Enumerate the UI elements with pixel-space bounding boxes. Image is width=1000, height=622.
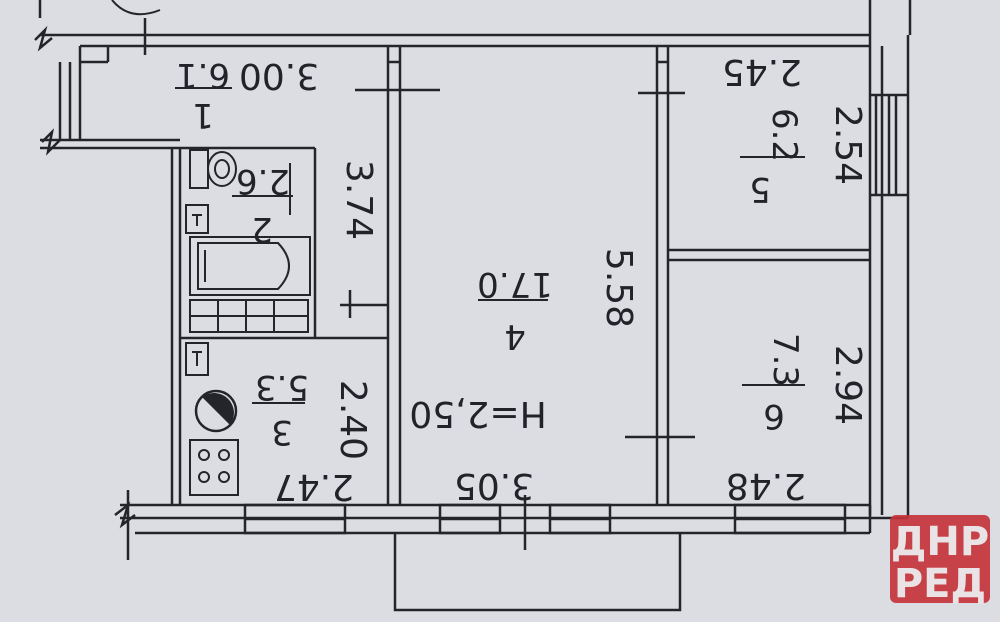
- room-3-area: 5.3: [255, 367, 309, 407]
- toilet-icon: [189, 149, 237, 189]
- fixtures: [185, 149, 311, 496]
- room-5-length: 2.54: [827, 105, 868, 185]
- room-1-area: 6.1: [176, 55, 230, 95]
- room-4-width: 3.05: [454, 465, 534, 506]
- room-4-length: 5.58: [598, 248, 639, 328]
- room-6-number: 6: [763, 396, 785, 436]
- room-5-number: 5: [749, 169, 771, 209]
- walls: [34, 0, 912, 612]
- room-5-area: 6.2: [764, 108, 804, 162]
- room-4-number: 4: [504, 316, 526, 356]
- room-3-length: 2.47: [274, 466, 354, 507]
- room-6-width: 2.48: [726, 465, 806, 506]
- watermark-line-2: РЕД: [894, 561, 986, 607]
- bathtub-icon: [189, 236, 311, 296]
- room-5-width: 2.45: [722, 51, 802, 92]
- room-1-number: 1: [192, 95, 214, 135]
- watermark-badge: ДНР РЕД: [890, 515, 990, 607]
- room-6-area: 7.3: [765, 333, 805, 387]
- room-6-length: 2.94: [827, 345, 868, 425]
- bathroom-sink-icon: [185, 204, 209, 234]
- room-3-width: 2.40: [332, 380, 373, 460]
- watermark-line-1: ДНР: [891, 519, 989, 565]
- watermark-background: [890, 515, 990, 603]
- water-heater-icon: [194, 389, 238, 433]
- room-4-ceiling-height: H=2,50: [409, 393, 546, 434]
- room-2-number: 2: [251, 209, 273, 249]
- corridor-dimension: 3.74: [338, 160, 379, 240]
- room-1-dimension: 3.00: [239, 55, 319, 96]
- labels: 3.00 6.1 1 2.6 2 3.74 5.3 3 2.40 2.47 17…: [176, 51, 868, 507]
- stove-icon: [189, 439, 239, 496]
- room-3-number: 3: [271, 412, 293, 452]
- room-4-area: 17.0: [477, 264, 553, 304]
- area-underlines: [175, 87, 805, 404]
- radiator-icon: [189, 299, 309, 333]
- kitchen-sink-icon: [185, 342, 209, 376]
- room-2-area: 2.6: [236, 161, 290, 201]
